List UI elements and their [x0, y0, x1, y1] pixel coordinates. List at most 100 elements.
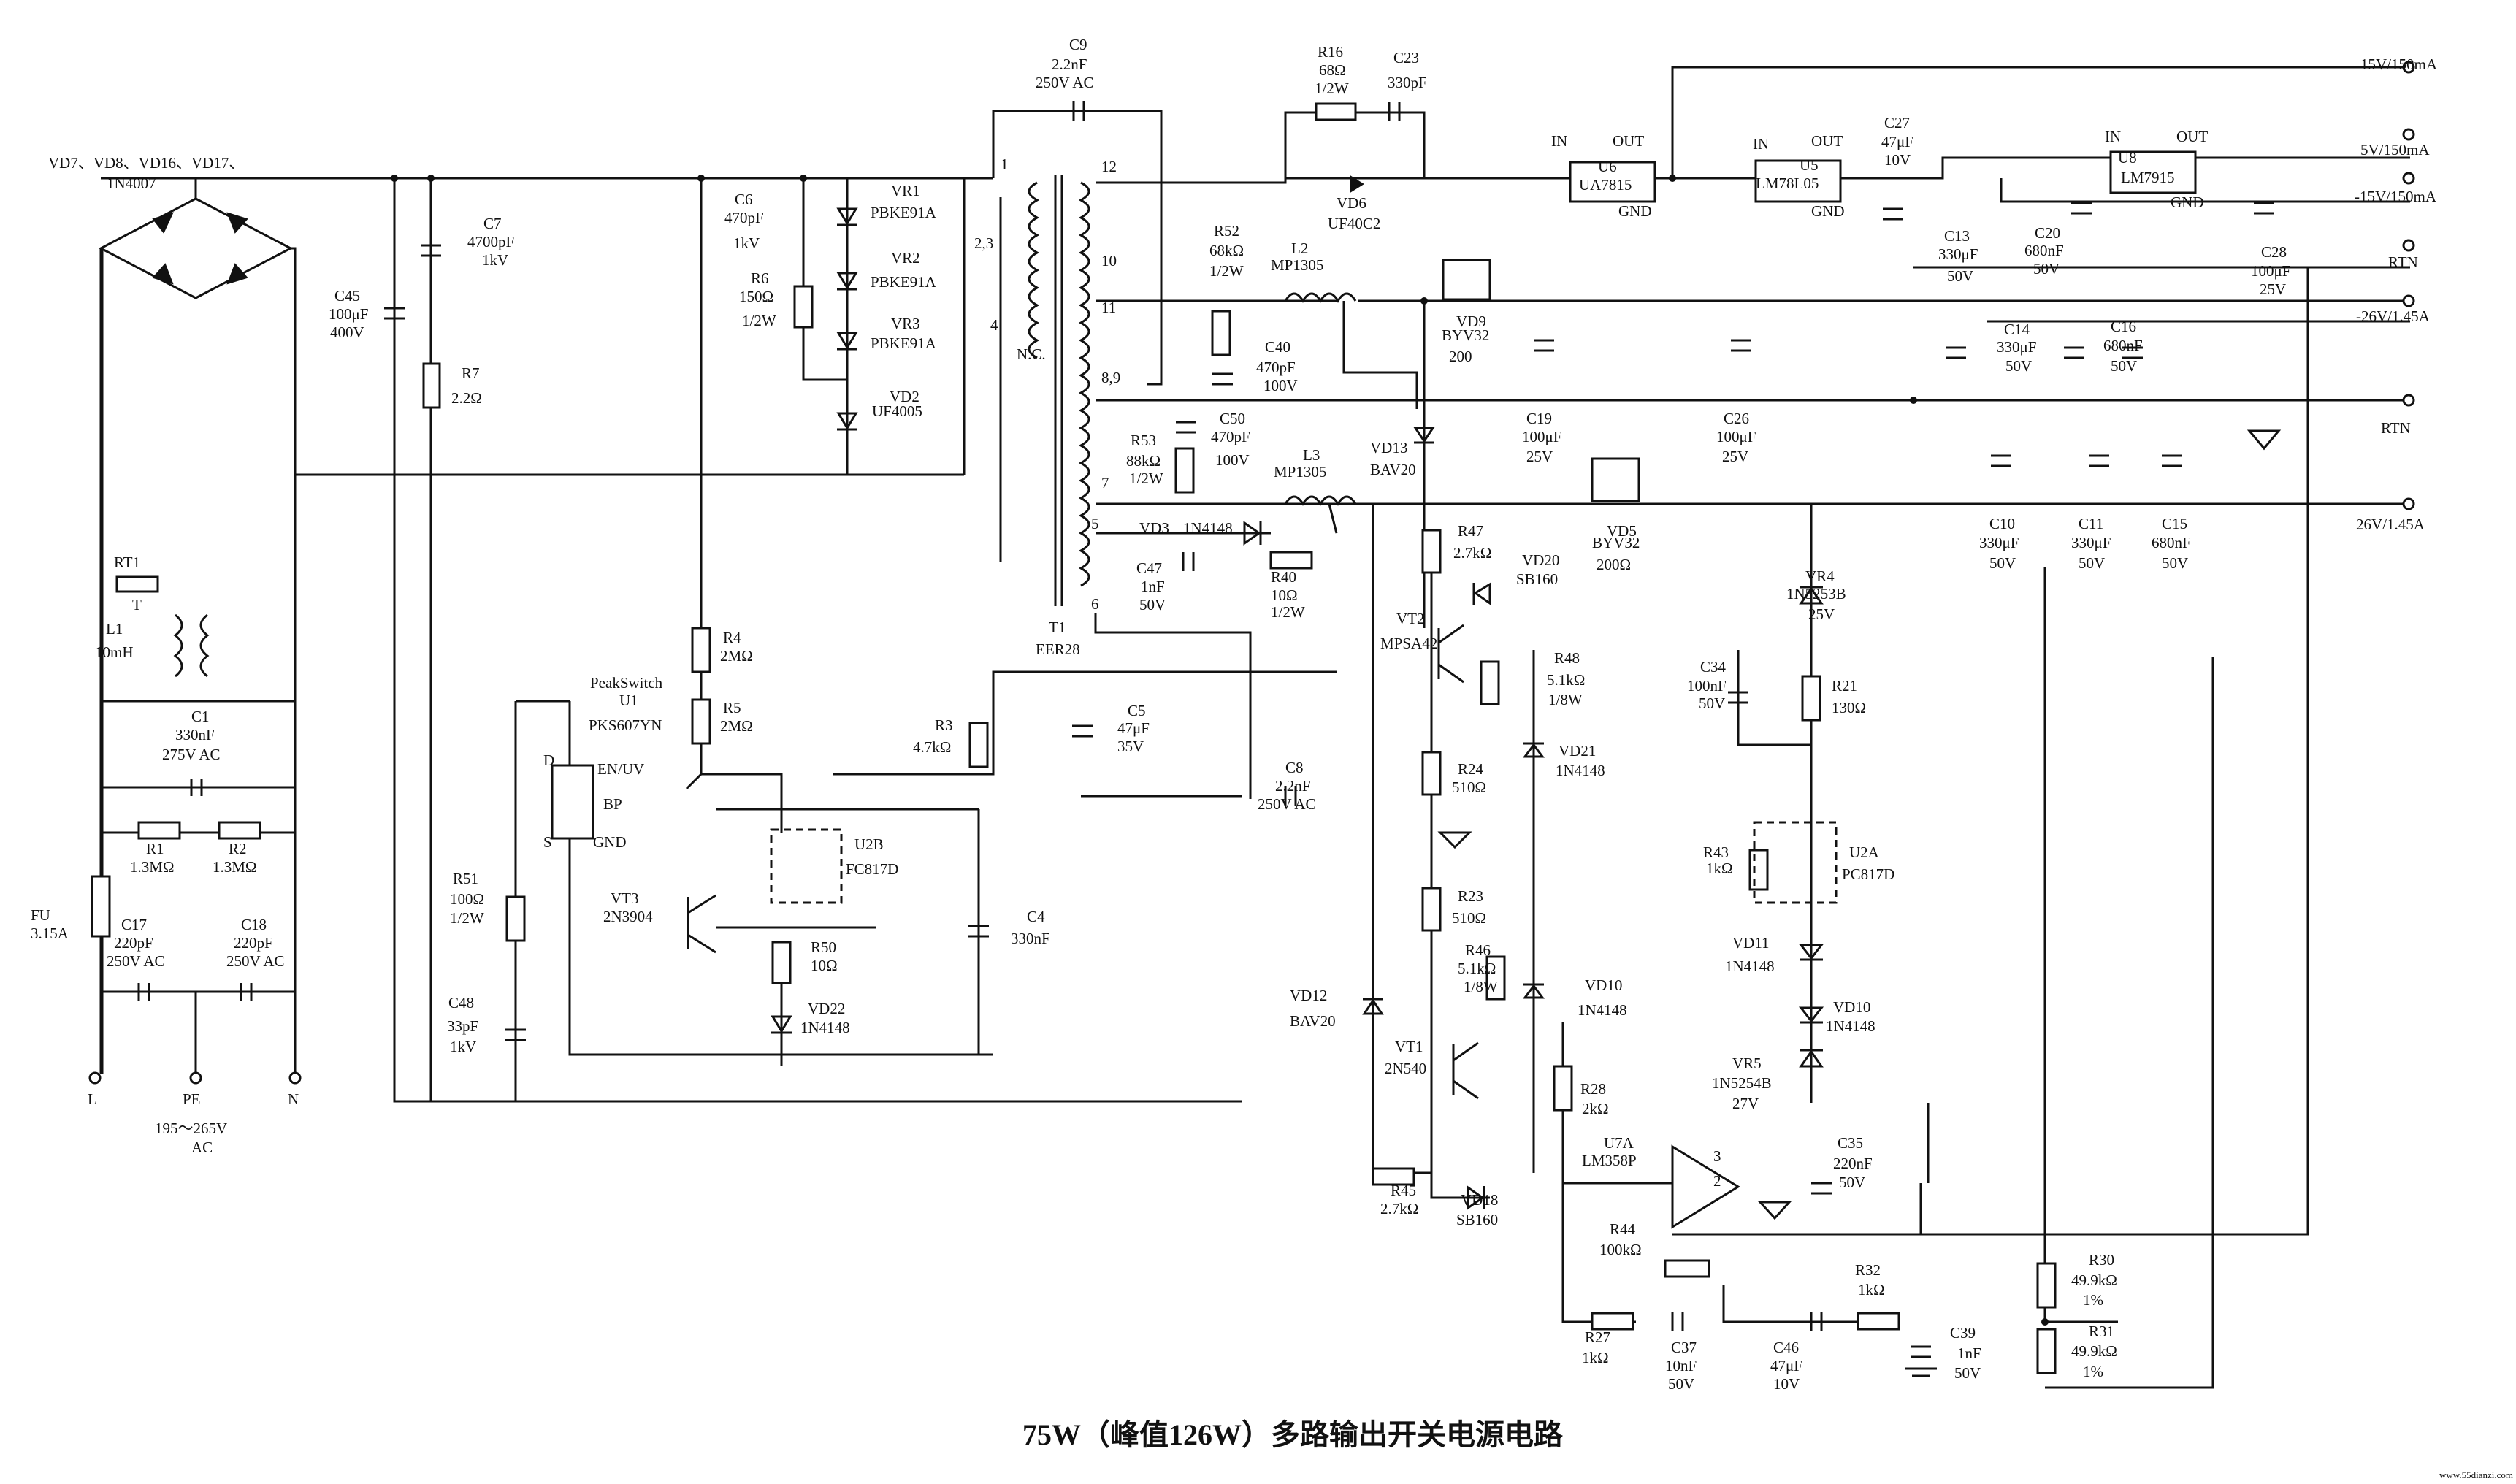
component-label: R50 [811, 938, 836, 956]
component-label: 2,3 [974, 234, 993, 252]
component-label: 50V [2005, 357, 2032, 375]
component-label: C20 [2035, 224, 2060, 242]
component-label: 330μF [1997, 338, 2036, 356]
component-label: 5.1kΩ [1547, 671, 1585, 689]
component-label: 150Ω [739, 288, 773, 305]
component-label: RTN [2388, 253, 2418, 271]
component-label: OUT [1811, 132, 1843, 150]
component-label: 1N4148 [1826, 1017, 1875, 1035]
u8-lm7915 [2109, 150, 2197, 194]
component-label: 4700pF [467, 233, 514, 250]
component-label: PBKE91A [871, 273, 937, 291]
component-label: 250V AC [1258, 795, 1316, 813]
component-label: U5 [1800, 156, 1819, 174]
component-label: R51 [453, 870, 478, 887]
component-label: L3 [1303, 446, 1320, 464]
component-label: MPSA42 [1380, 635, 1437, 652]
component-label: R53 [1131, 432, 1156, 449]
watermark: www.55dianzi.com [2439, 1469, 2513, 1480]
diode-vd3 [1243, 521, 1262, 546]
diode-vd10-right [1798, 1006, 1824, 1024]
component-label: 47μF [1770, 1357, 1802, 1374]
component-label: 10V [1773, 1375, 1800, 1393]
component-label: 1/2W [450, 909, 484, 927]
capacitor-c16 [2122, 346, 2143, 359]
component-label: 4 [990, 316, 998, 334]
component-label: VD13 [1370, 439, 1407, 456]
component-label: C15 [2162, 515, 2187, 532]
component-label: 330μF [2071, 534, 2111, 551]
resistor-r16 [1315, 102, 1357, 121]
component-label: 100μF [1522, 428, 1561, 445]
component-label: 1nF [1957, 1345, 1981, 1362]
zener-vr5 [1799, 1049, 1824, 1068]
component-label: VD22 [808, 1000, 845, 1017]
component-label: 510Ω [1452, 779, 1486, 796]
resistor-r47 [1421, 529, 1442, 574]
u2b-optocoupler [770, 828, 843, 904]
component-label: 10 [1101, 252, 1117, 269]
diode-vd20 [1472, 582, 1491, 605]
transistor-vt1-body [1452, 1041, 1479, 1100]
component-label: 1/2W [1271, 603, 1305, 621]
rectifier-part: 1N4007 [107, 175, 156, 192]
resistor-r51 [505, 895, 526, 942]
resistor-r43 [1748, 849, 1769, 891]
component-label: VD5 [1607, 522, 1637, 540]
u5-lm78l05 [1754, 159, 1842, 203]
component-label: VD2 [890, 388, 919, 405]
capacitor-c47 [1182, 552, 1195, 571]
component-label: 10mH [95, 643, 134, 661]
component-label: 1kV [450, 1038, 476, 1055]
capacitor-c7 [421, 244, 441, 257]
component-label: R2 [229, 840, 247, 857]
component-label: C47 [1136, 559, 1162, 577]
component-label: RT1 [114, 554, 140, 571]
component-label: 510Ω [1452, 909, 1486, 927]
component-label: 1.3MΩ [130, 858, 175, 876]
capacitor-c10 [1991, 454, 2011, 467]
component-label: LM358P [1582, 1152, 1637, 1169]
component-label: 130Ω [1832, 699, 1866, 716]
component-label: T1 [1049, 619, 1066, 636]
component-label: 7 [1101, 474, 1109, 492]
component-label: U7A [1604, 1134, 1634, 1152]
terminal-rtn-1 [2402, 239, 2415, 252]
capacitor-c19 [1534, 339, 1554, 352]
component-label: 25V [1526, 448, 1553, 465]
diode-vd2 [836, 412, 858, 431]
ground-symbol-2 [1437, 831, 1472, 849]
component-label: 1.3MΩ [213, 858, 257, 876]
component-label: C10 [1989, 515, 2015, 532]
component-label: GND [593, 833, 627, 851]
component-label: VD18 [1461, 1191, 1498, 1209]
fuse-fu [91, 875, 111, 938]
component-label: BAV20 [1370, 461, 1416, 478]
component-label: 2MΩ [720, 647, 753, 665]
terminal-15v [2402, 61, 2415, 74]
diode-vd22 [771, 1015, 792, 1034]
component-label: FU [31, 906, 50, 924]
capacitor-c5 [1072, 724, 1093, 738]
component-label: VD10 [1585, 976, 1622, 994]
component-label: 1% [2083, 1363, 2103, 1380]
component-label: 68kΩ [1209, 242, 1244, 259]
component-label: 1nF [1141, 578, 1165, 595]
component-label: 1N5254B [1712, 1074, 1772, 1092]
component-label: C8 [1285, 759, 1304, 776]
resistor-r32 [1857, 1312, 1900, 1331]
component-label: RTN [2381, 419, 2411, 437]
component-label: R27 [1585, 1328, 1610, 1346]
component-label: 2.7kΩ [1380, 1200, 1418, 1217]
terminal-l-label: L [88, 1090, 97, 1108]
component-label: R43 [1703, 844, 1729, 861]
u2a-optocoupler [1753, 821, 1838, 904]
component-label: 680nF [2024, 242, 2064, 259]
terminal-n [288, 1071, 302, 1085]
component-label: VT3 [611, 890, 639, 907]
resistor-r23 [1421, 887, 1442, 932]
resistor-r50 [771, 941, 792, 984]
component-label: 1kΩ [1706, 860, 1733, 877]
component-label: VD3 [1139, 519, 1169, 537]
component-label: 11 [1101, 299, 1116, 316]
